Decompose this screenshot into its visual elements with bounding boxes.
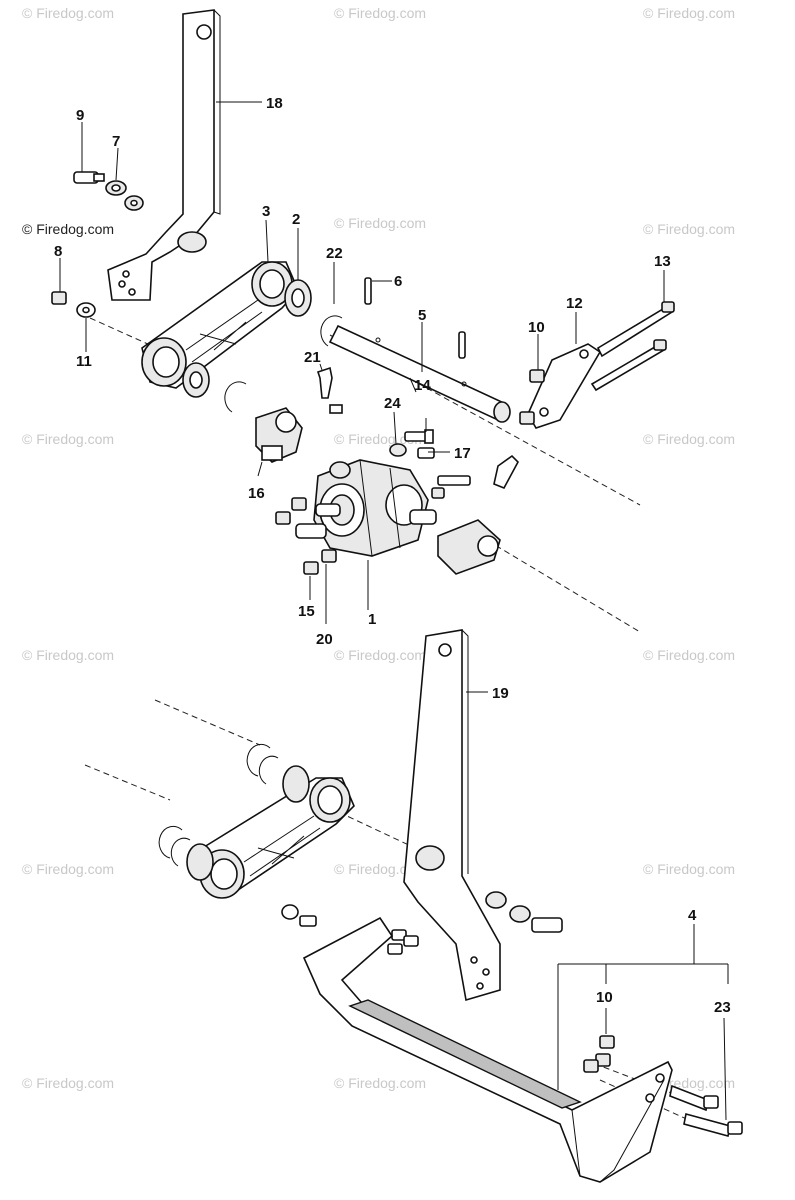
watermark: © Firedog.com [22,861,114,877]
watermark: © Firedog.com [643,861,735,877]
nuts-and-bolts-group4 [583,1035,743,1137]
label-part-14: 14 [414,377,431,394]
label-part-3: 3 [262,203,270,220]
label-part-7: 7 [112,133,120,150]
watermark: © Firedog.com [643,221,735,237]
label-part-4: 4 [688,907,697,924]
label-part-23: 23 [714,999,731,1016]
label-part-21: 21 [304,349,321,366]
label-part-18: 18 [266,95,283,112]
label-part-19: 19 [492,685,509,702]
snap-rings [224,315,343,413]
watermark: © Firedog.com [334,5,426,21]
watermark: © Firedog.com [643,431,735,447]
watermark: © Firedog.com [334,431,426,447]
watermark: © Firedog.com [22,431,114,447]
label-part-6: 6 [394,273,402,290]
clamp-block-lower [437,519,501,575]
label-part-22: 22 [326,245,343,262]
bracket-and-long-bolts [519,301,675,429]
watermark: © Firedog.com [643,5,735,21]
label-part-12: 12 [566,295,583,312]
leader-lines [59,101,729,1121]
label-part-5: 5 [418,307,426,324]
gearbox [295,459,437,557]
label-part-13: 13 [654,253,671,270]
clamp-block-upper [255,407,303,463]
watermark: © Firedog.com [643,647,735,663]
label-part-11: 11 [76,353,92,370]
watermark: © Firedog.com [22,647,114,663]
pin-and-key [316,366,343,414]
watermark: © Firedog.com [334,1075,426,1091]
lower-fasteners [281,891,563,955]
shaft-and-pins [328,277,511,423]
label-part-15: 15 [298,603,315,620]
bolt-and-washers [73,171,144,211]
label-part-9: 9 [76,107,84,124]
footplate [302,916,673,1183]
part-labels: 1 2 3 4 5 6 7 8 9 10 10 11 12 13 14 15 1… [54,95,731,1016]
watermark: © Firedog.com [334,861,426,877]
label-part-16: 16 [248,485,265,502]
watermark: © Firedog.com [22,1075,114,1091]
watermark: © Firedog.com [334,215,426,231]
pin-right [493,454,519,490]
pedal-arm-lower [403,629,501,1002]
bolts-center [389,429,435,459]
linkage-arm-upper [141,261,312,398]
label-part-10-lower: 10 [596,989,613,1006]
nuts-gearbox [275,475,471,575]
pedal-arm-upper [107,9,221,301]
watermark: © Firedog.com [22,5,114,21]
label-part-8: 8 [54,243,62,260]
label-part-2: 2 [292,211,300,228]
label-part-10-upper: 10 [528,319,545,336]
linkage-arm-lower [158,743,355,899]
label-part-17: 17 [454,445,471,462]
label-part-1: 1 [368,611,376,628]
label-part-24: 24 [384,395,401,412]
nut-and-washer-left [51,291,96,318]
label-part-20: 20 [316,631,333,648]
watermark: © Firedog.com [22,221,114,237]
watermark: © Firedog.com [334,647,426,663]
